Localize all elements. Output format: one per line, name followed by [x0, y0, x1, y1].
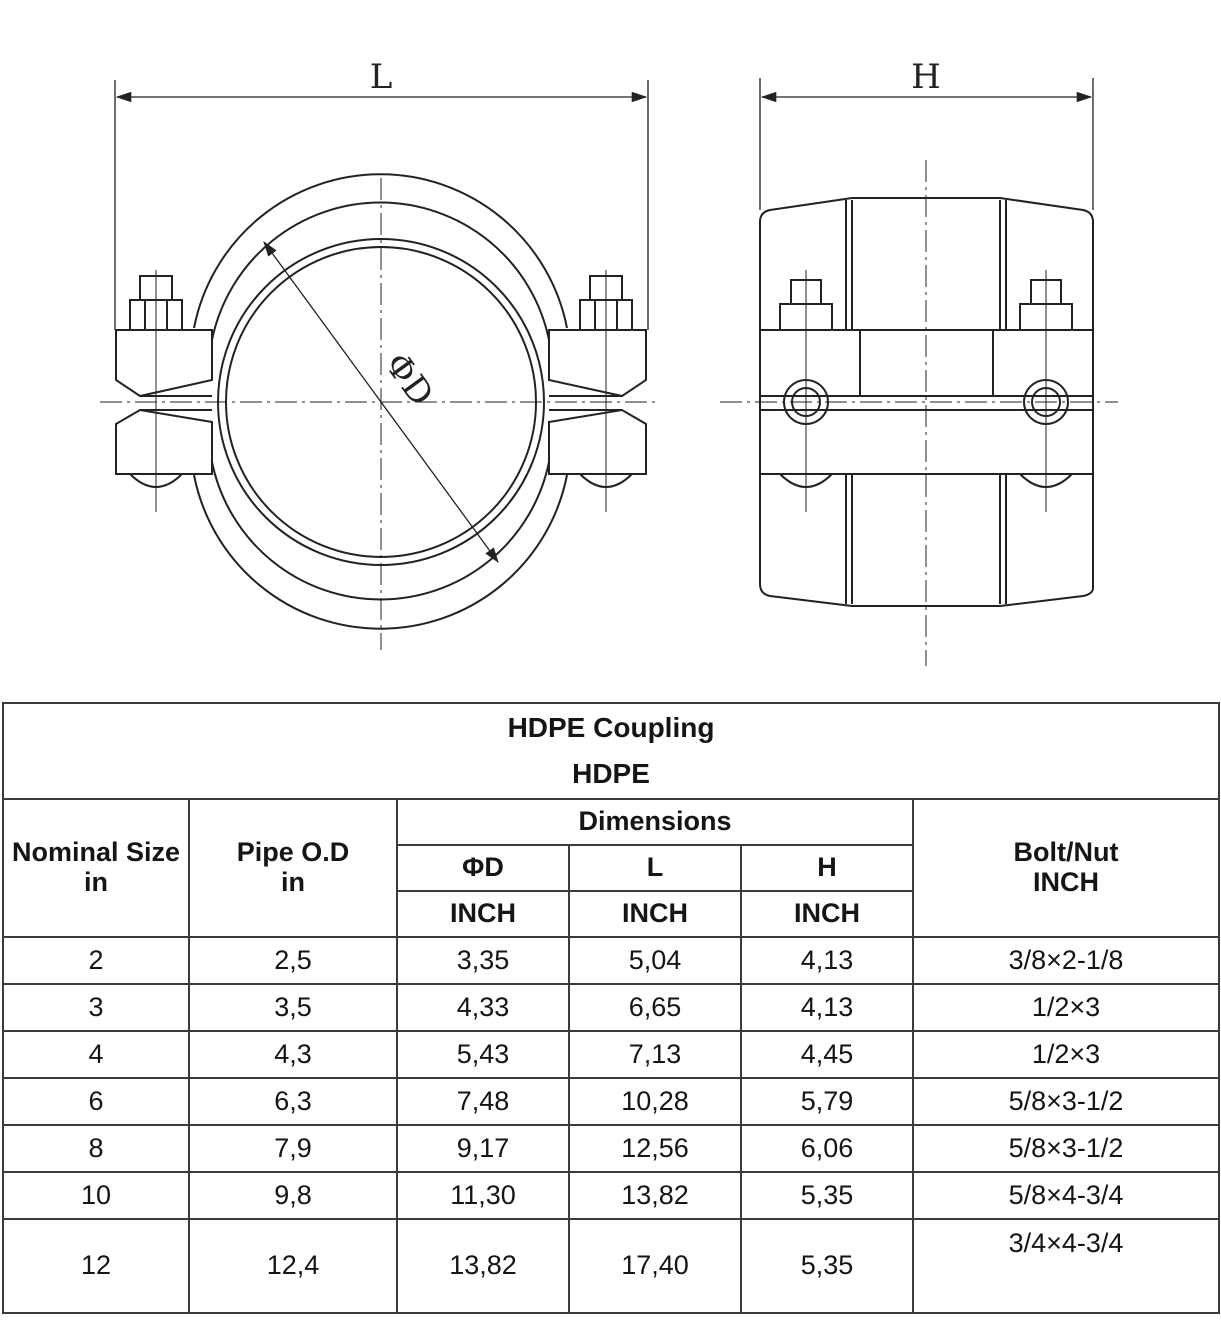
header-pipe-od: Pipe O.D in: [188, 798, 398, 938]
cell-l: 7,13: [568, 1030, 742, 1079]
header-bolt-nut: Bolt/Nut INCH: [912, 798, 1220, 938]
cell-nominal: 4: [2, 1030, 190, 1079]
cell-bolt: 5/8×3-1/2: [912, 1124, 1220, 1173]
diameter-dimension-label: ΦD: [377, 345, 442, 413]
table-row: 10 9,8 11,30 13,82 5,35 5/8×4-3/4: [2, 1171, 1220, 1220]
table-row: 2 2,5 3,35 5,04 4,13 3/8×2-1/8: [2, 936, 1220, 985]
cell-pipe-od: 3,5: [188, 983, 398, 1032]
spec-table: HDPE Coupling HDPE Nominal Size in Pipe …: [2, 702, 1220, 1314]
header-h: H: [740, 844, 914, 892]
table-subtitle: HDPE: [572, 758, 650, 789]
cell-l: 13,82: [568, 1171, 742, 1220]
cell-h: 5,35: [740, 1218, 914, 1314]
cell-bolt: 3/8×2-1/8: [912, 936, 1220, 985]
cell-nominal: 12: [2, 1218, 190, 1314]
cell-phi-d: 3,35: [396, 936, 570, 985]
header-l: L: [568, 844, 742, 892]
cell-bolt: 5/8×4-3/4: [912, 1171, 1220, 1220]
cell-pipe-od: 6,3: [188, 1077, 398, 1126]
header-dimensions: Dimensions: [396, 798, 914, 846]
cell-h: 4,13: [740, 983, 914, 1032]
diameter-dimension-line: [263, 240, 499, 564]
cell-l: 17,40: [568, 1218, 742, 1314]
cell-bolt: 1/2×3: [912, 983, 1220, 1032]
cell-l: 12,56: [568, 1124, 742, 1173]
cell-h: 5,79: [740, 1077, 914, 1126]
table-row: 12 12,4 13,82 17,40 5,35 3/4×4-3/4: [2, 1218, 1220, 1314]
h-dimension-label: H: [911, 57, 941, 97]
cell-nominal: 3: [2, 983, 190, 1032]
cell-h: 4,13: [740, 936, 914, 985]
cell-pipe-od: 7,9: [188, 1124, 398, 1173]
table-title-cell: HDPE Coupling HDPE: [2, 702, 1220, 800]
cell-pipe-od: 4,3: [188, 1030, 398, 1079]
header-phi-d: ΦD: [396, 844, 570, 892]
cell-l: 6,65: [568, 983, 742, 1032]
cell-phi-d: 5,43: [396, 1030, 570, 1079]
cell-pipe-od: 12,4: [188, 1218, 398, 1314]
cell-h: 5,35: [740, 1171, 914, 1220]
table-title: HDPE Coupling: [507, 712, 715, 743]
header-h-unit: INCH: [740, 890, 914, 938]
table-row: 8 7,9 9,17 12,56 6,06 5/8×3-1/2: [2, 1124, 1220, 1173]
cell-nominal: 10: [2, 1171, 190, 1220]
cell-phi-d: 7,48: [396, 1077, 570, 1126]
cell-nominal: 6: [2, 1077, 190, 1126]
cell-nominal: 8: [2, 1124, 190, 1173]
cell-bolt: 1/2×3: [912, 1030, 1220, 1079]
cell-h: 6,06: [740, 1124, 914, 1173]
side-view: H: [720, 57, 1118, 666]
front-view: L ΦD: [100, 57, 660, 650]
cell-bolt: 5/8×3-1/2: [912, 1077, 1220, 1126]
cell-phi-d: 9,17: [396, 1124, 570, 1173]
cell-phi-d: 11,30: [396, 1171, 570, 1220]
cell-pipe-od: 2,5: [188, 936, 398, 985]
header-phi-d-unit: INCH: [396, 890, 570, 938]
cell-phi-d: 13,82: [396, 1218, 570, 1314]
cell-bolt: 3/4×4-3/4: [912, 1218, 1220, 1314]
table-row: 6 6,3 7,48 10,28 5,79 5/8×3-1/2: [2, 1077, 1220, 1126]
cell-h: 4,45: [740, 1030, 914, 1079]
l-dimension-label: L: [370, 57, 393, 97]
coupling-drawing-svg: L ΦD: [100, 57, 1118, 666]
table-row: 4 4,3 5,43 7,13 4,45 1/2×3: [2, 1030, 1220, 1079]
cell-bolt-text: 3/4×4-3/4: [1008, 1228, 1124, 1259]
technical-drawing: L ΦD: [100, 57, 1118, 666]
cell-l: 10,28: [568, 1077, 742, 1126]
header-l-unit: INCH: [568, 890, 742, 938]
cell-l: 5,04: [568, 936, 742, 985]
cell-phi-d: 4,33: [396, 983, 570, 1032]
table-row: 3 3,5 4,33 6,65 4,13 1/2×3: [2, 983, 1220, 1032]
header-nominal-size: Nominal Size in: [2, 798, 190, 938]
cell-pipe-od: 9,8: [188, 1171, 398, 1220]
cell-nominal: 2: [2, 936, 190, 985]
